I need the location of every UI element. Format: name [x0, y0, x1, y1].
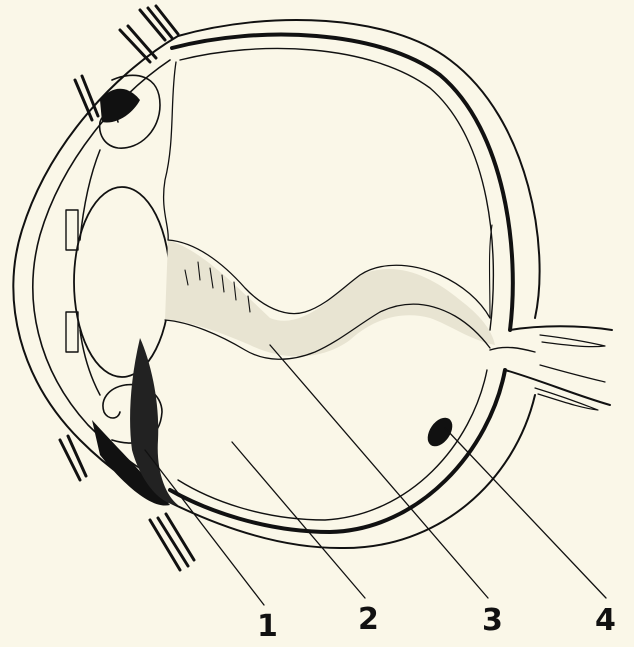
optic-nerve-fiber-1 — [540, 335, 605, 347]
label-4: 4 — [595, 606, 616, 636]
leader-line-2 — [232, 442, 365, 598]
lens — [74, 187, 170, 377]
leader-line-4 — [445, 428, 606, 598]
upper-muscle-hatch — [120, 6, 178, 62]
label-2: 2 — [358, 605, 379, 635]
macula-spot — [423, 413, 458, 451]
iris-tab-upper — [66, 210, 78, 250]
label-1: 1 — [257, 612, 278, 642]
label-3: 3 — [482, 606, 503, 636]
optic-nerve-fiber-2 — [540, 365, 605, 382]
optic-nerve-upper — [510, 326, 612, 330]
iris-tab-lower — [66, 312, 78, 352]
central-vessel — [490, 347, 535, 352]
